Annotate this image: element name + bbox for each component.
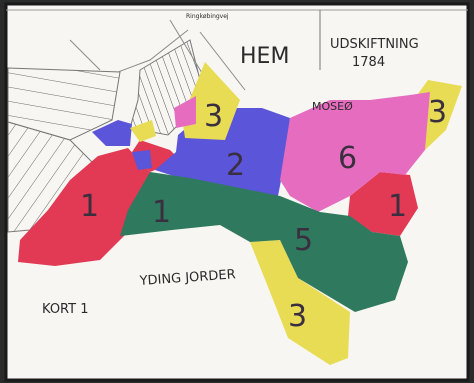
- bog-label: MOSEØ: [312, 100, 353, 113]
- parcel-number-2: 2: [226, 148, 245, 183]
- sheet-label: KORT 1: [42, 302, 88, 317]
- map-title-line2: 1784: [352, 55, 385, 70]
- village-label: HEM: [240, 44, 289, 69]
- parcel-blue-small-a: [92, 120, 132, 146]
- parcel-green-large: [120, 172, 408, 312]
- parcel-number-1-west: 1: [80, 189, 99, 224]
- parcel-yellow-south: [250, 240, 350, 365]
- parcel-blue-small-b: [132, 150, 152, 170]
- parcel-pink-mose: [280, 92, 430, 212]
- parcel-number-3-east: 3: [428, 95, 447, 130]
- parcel-red-east: [348, 172, 418, 236]
- parcel-number-6: 6: [338, 141, 357, 176]
- parcel-number-3-north: 3: [204, 99, 223, 134]
- parcel-pink-small: [174, 96, 196, 128]
- fields-label: YDING JORDER: [138, 267, 236, 289]
- hatched-strips-upper: [7, 67, 121, 141]
- field-boundary-lines: [69, 19, 246, 91]
- parcel-number-1-east: 1: [388, 189, 407, 224]
- road-label: Ringkøbingvej: [186, 13, 229, 20]
- parcel-yellow-small: [130, 120, 156, 142]
- parcel-red-west: [18, 148, 150, 266]
- parcel-number-1-center: 1: [152, 195, 171, 230]
- map-title-line1: UDSKIFTNING: [330, 37, 419, 52]
- parcel-number-3-south: 3: [288, 299, 307, 334]
- parcel-number-5: 5: [294, 223, 313, 258]
- parcel-yellow-north: [182, 62, 240, 140]
